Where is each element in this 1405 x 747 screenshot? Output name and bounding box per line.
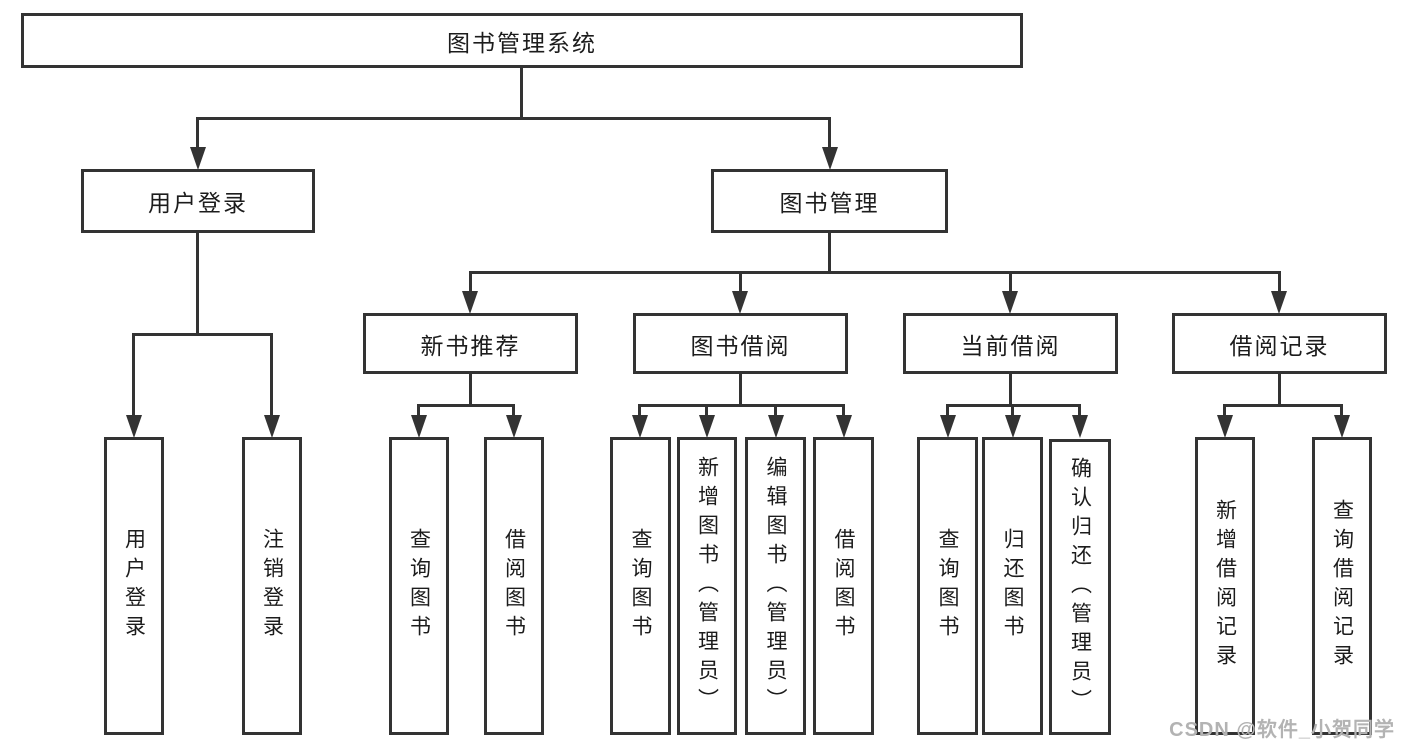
arrow-down-icon bbox=[1002, 291, 1018, 314]
arrow-down-icon bbox=[940, 415, 956, 438]
leaf-label: 查询借阅记录 bbox=[1330, 499, 1354, 673]
connector-vline bbox=[739, 271, 742, 293]
leaf-label: 归还图书 bbox=[1001, 528, 1024, 644]
node-current-borrowing: 当前借阅 bbox=[903, 313, 1118, 374]
leaf-query-borrow-record: 查询借阅记录 bbox=[1312, 437, 1372, 735]
leaf-label: 用户登录 bbox=[122, 528, 146, 644]
connector-vline bbox=[1078, 404, 1081, 418]
arrow-down-icon bbox=[1072, 415, 1088, 438]
node-borrowing-records: 借阅记录 bbox=[1172, 313, 1387, 374]
leaf-logout: 注销登录 bbox=[242, 437, 302, 735]
leaf-edit-books-admin: 编辑图书（管理员） bbox=[745, 437, 806, 735]
arrow-down-icon bbox=[1005, 415, 1021, 438]
connector-hline bbox=[638, 404, 844, 407]
connector-vline bbox=[132, 333, 135, 417]
node-library-management-system: 图书管理系统 bbox=[21, 13, 1023, 68]
leaf-user-login: 用户登录 bbox=[104, 437, 164, 735]
arrow-down-icon bbox=[822, 147, 838, 170]
leaf-label: 查询图书 bbox=[936, 528, 959, 644]
connector-vline bbox=[270, 333, 273, 417]
arrow-down-icon bbox=[699, 415, 715, 438]
connector-vline bbox=[705, 404, 708, 418]
node-label: 当前借阅 bbox=[960, 332, 1061, 359]
leaf-borrow-books: 借阅图书 bbox=[813, 437, 874, 735]
connector-vline bbox=[828, 117, 831, 149]
arrow-down-icon bbox=[1217, 415, 1233, 438]
leaf-borrow-books: 借阅图书 bbox=[484, 437, 544, 735]
arrow-down-icon bbox=[836, 415, 852, 438]
node-label: 借阅记录 bbox=[1229, 332, 1330, 359]
arrow-down-icon bbox=[264, 415, 280, 438]
arrow-down-icon bbox=[768, 415, 784, 438]
arrow-down-icon bbox=[1271, 291, 1287, 314]
leaf-return-books: 归还图书 bbox=[982, 437, 1043, 735]
node-user-login: 用户登录 bbox=[81, 169, 315, 233]
arrow-down-icon bbox=[190, 147, 206, 170]
leaf-label: 注销登录 bbox=[260, 528, 284, 644]
leaf-query-books: 查询图书 bbox=[389, 437, 449, 735]
connector-vline bbox=[1009, 372, 1012, 407]
connector-hline bbox=[417, 404, 515, 407]
connector-vline bbox=[196, 230, 199, 336]
connector-vline bbox=[1340, 404, 1343, 418]
node-book-management: 图书管理 bbox=[711, 169, 948, 233]
leaf-query-books: 查询图书 bbox=[610, 437, 671, 735]
connector-vline bbox=[520, 66, 523, 120]
arrow-down-icon bbox=[1334, 415, 1350, 438]
connector-vline bbox=[196, 117, 199, 149]
leaf-add-books-admin: 新增图书（管理员） bbox=[677, 437, 737, 735]
arrow-down-icon bbox=[732, 291, 748, 314]
node-label: 图书借阅 bbox=[690, 332, 791, 359]
leaf-label: 借阅图书 bbox=[832, 528, 855, 644]
connector-vline bbox=[417, 404, 420, 418]
leaf-label: 新增借阅记录 bbox=[1213, 499, 1237, 673]
arrow-down-icon bbox=[632, 415, 648, 438]
connector-vline bbox=[1223, 404, 1226, 418]
connector-hline bbox=[132, 333, 273, 336]
arrow-down-icon bbox=[126, 415, 142, 438]
leaf-confirm-return-admin: 确认归还（管理员） bbox=[1049, 439, 1111, 735]
arrow-down-icon bbox=[506, 415, 522, 438]
arrow-down-icon bbox=[462, 291, 478, 314]
leaf-label: 确认归还（管理员） bbox=[1068, 456, 1092, 718]
leaf-label: 查询图书 bbox=[407, 528, 431, 644]
connector-vline bbox=[1278, 372, 1281, 407]
watermark: CSDN @软件_小贺同学 bbox=[1169, 719, 1395, 741]
connector-vline bbox=[1009, 271, 1012, 293]
leaf-label: 查询图书 bbox=[629, 528, 652, 644]
node-new-book-recommendation: 新书推荐 bbox=[363, 313, 578, 374]
connector-vline bbox=[828, 230, 831, 274]
connector-vline bbox=[946, 404, 949, 418]
connector-vline bbox=[469, 372, 472, 407]
connector-vline bbox=[739, 372, 742, 407]
connector-vline bbox=[512, 404, 515, 418]
node-label: 图书管理 bbox=[779, 190, 880, 216]
leaf-label: 新增图书（管理员） bbox=[695, 455, 719, 717]
leaf-label: 借阅图书 bbox=[502, 528, 526, 644]
connector-vline bbox=[842, 404, 845, 418]
connector-hline bbox=[1223, 404, 1342, 407]
connector-hline bbox=[196, 117, 831, 120]
connector-vline bbox=[1278, 271, 1281, 293]
leaf-add-borrow-record: 新增借阅记录 bbox=[1195, 437, 1255, 735]
connector-vline bbox=[774, 404, 777, 418]
arrow-down-icon bbox=[411, 415, 427, 438]
node-label: 图书管理系统 bbox=[447, 29, 597, 56]
leaf-query-books: 查询图书 bbox=[917, 437, 978, 735]
node-book-borrowing: 图书借阅 bbox=[633, 313, 848, 374]
connector-vline bbox=[469, 271, 472, 293]
connector-vline bbox=[638, 404, 641, 418]
leaf-label: 编辑图书（管理员） bbox=[764, 455, 787, 717]
connector-vline bbox=[1011, 404, 1014, 418]
connector-hline bbox=[469, 271, 1281, 274]
node-label: 用户登录 bbox=[148, 190, 248, 216]
node-label: 新书推荐 bbox=[420, 332, 521, 359]
